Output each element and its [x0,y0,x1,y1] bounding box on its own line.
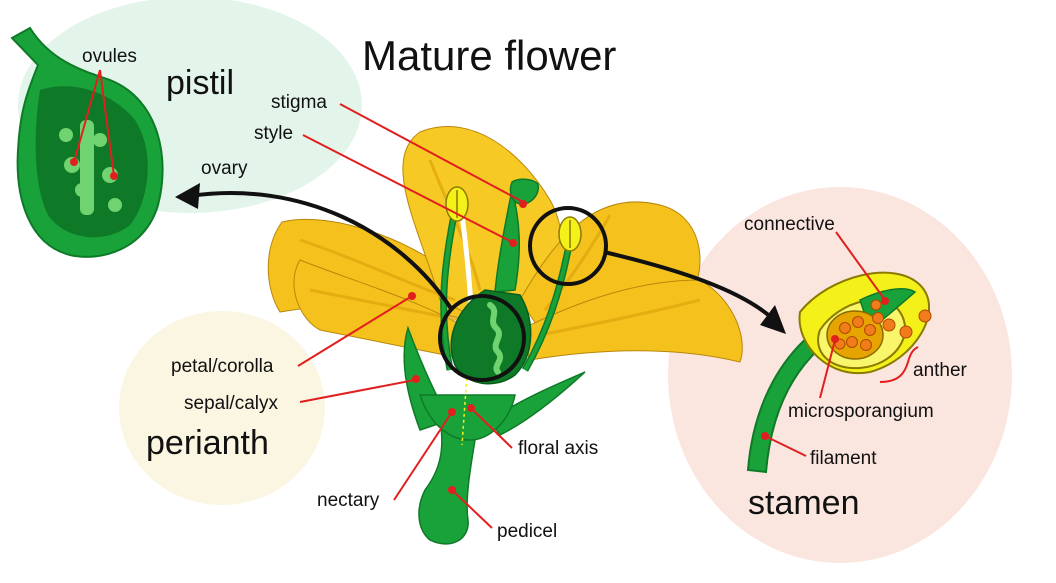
page-title: Mature flower [362,32,616,79]
zoom-arrows [175,183,786,334]
magnifier-ovary [438,294,526,382]
anther-brace [879,346,919,383]
label-pedicel: pedicel [497,521,557,542]
label-microsporangium: microsporangium [788,401,934,422]
pistil-style [494,189,520,293]
label-connective: connective [744,214,835,235]
label-anther: anther [913,360,968,381]
ovary-ovules [487,302,504,375]
flower [267,126,743,545]
label-petal-corolla: petal/corolla [171,356,274,377]
group-label-stamen: stamen [748,484,860,522]
label-sepal-calyx: sepal/calyx [184,393,278,414]
label-style: style [254,123,293,144]
arrow-to-pistil-head [175,183,200,209]
leader-lines [70,69,889,529]
pedicel-shape [418,418,476,545]
label-ovules: ovules [82,46,137,67]
sepal-right [488,371,586,436]
label-filament: filament [810,448,877,469]
pistil-ovary [450,289,532,385]
pistil-inset [10,26,164,258]
arrow-to-pistil [189,191,454,312]
arrow-to-stamen-head [760,305,786,334]
magnifier-anther [528,206,608,286]
label-floral-axis: floral axis [518,438,598,459]
label-nectary: nectary [317,490,380,511]
petal-right [519,279,743,363]
label-stigma: stigma [271,92,327,113]
group-label-pistil: pistil [166,64,234,102]
group-label-perianth: perianth [146,424,269,462]
arrow-to-stamen [603,250,774,320]
label-ovary: ovary [201,158,248,179]
perianth-bubble [119,311,325,505]
stamen-filament-left-inner [441,209,457,371]
